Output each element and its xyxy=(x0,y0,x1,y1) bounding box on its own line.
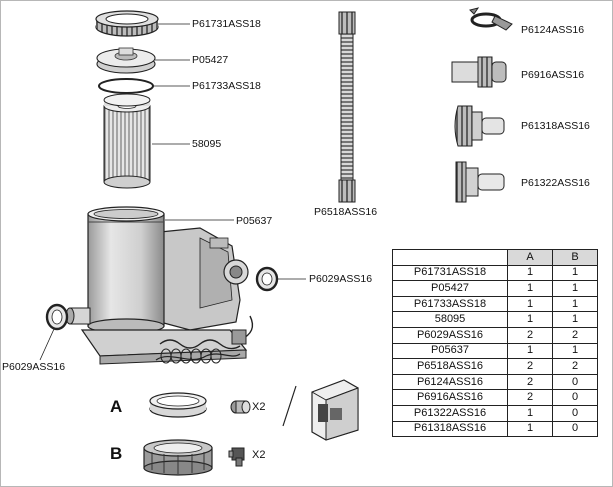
cap-icon xyxy=(96,47,156,74)
table-header-part xyxy=(392,249,508,266)
kit-b-quantity: X2 xyxy=(252,449,266,461)
table-cell-b: 1 xyxy=(552,311,598,328)
table-cell-a: 1 xyxy=(507,404,553,422)
pump-housing-icon xyxy=(65,206,254,365)
table-cell-a: 2 xyxy=(507,389,553,406)
label-cap: P05427 xyxy=(192,54,229,66)
clamp-icon xyxy=(469,7,513,31)
label-adapter-b: P61318ASS16 xyxy=(521,120,590,132)
table-cell-b: 0 xyxy=(552,404,598,422)
table-cell-part: P05427 xyxy=(392,280,508,297)
table-cell-b: 0 xyxy=(552,420,598,438)
label-o-ring: P61733ASS18 xyxy=(192,80,261,92)
table-cell-part: P61731ASS18 xyxy=(392,264,508,282)
table-cell-b: 2 xyxy=(552,358,598,375)
table-cell-b: 1 xyxy=(552,264,598,282)
label-housing: P05637 xyxy=(236,215,273,227)
kit-a-plug-icon xyxy=(230,400,251,414)
kit-b-valve-icon xyxy=(228,447,245,467)
o-ring-icon xyxy=(98,78,154,94)
label-clamp: P6124ASS16 xyxy=(521,24,585,36)
table-cell-a: 2 xyxy=(507,326,553,344)
table-cell-part: P05637 xyxy=(392,342,508,360)
table-header-a: A xyxy=(507,249,553,266)
table-cell-part: P61322ASS16 xyxy=(392,404,508,422)
product-box-icon xyxy=(311,379,359,441)
table-cell-b: 1 xyxy=(552,295,598,313)
table-header-row: A B xyxy=(392,249,598,266)
table-cell-part: P6518ASS16 xyxy=(392,358,508,375)
adapter-c-icon xyxy=(455,161,505,203)
filter-cartridge-icon xyxy=(103,93,151,189)
table-cell-b: 0 xyxy=(552,389,598,406)
table-cell-b: 2 xyxy=(552,326,598,344)
hose-icon xyxy=(338,11,356,203)
label-gasket-left: P6029ASS16 xyxy=(2,361,66,373)
table-header-b: B xyxy=(552,249,598,266)
label-gasket-right: P6029ASS16 xyxy=(309,273,373,285)
table-cell-part: P6916ASS16 xyxy=(392,389,508,406)
label-lock-ring: P61731ASS18 xyxy=(192,18,261,30)
label-cartridge: 58095 xyxy=(192,138,222,150)
adapter-a-icon xyxy=(451,56,507,88)
kit-a-ring-icon xyxy=(149,392,207,418)
table-cell-part: P6124ASS16 xyxy=(392,373,508,391)
label-hose: P6518ASS16 xyxy=(314,206,378,218)
table-cell-b: 1 xyxy=(552,280,598,297)
label-adapter-c: P61322ASS16 xyxy=(521,177,590,189)
table-cell-part: P6029ASS16 xyxy=(392,326,508,344)
lock-ring-icon xyxy=(95,10,159,37)
table-cell-a: 1 xyxy=(507,420,553,438)
table-cell-b: 0 xyxy=(552,373,598,391)
table-cell-a: 1 xyxy=(507,311,553,328)
kit-b-letter: B xyxy=(110,444,123,463)
kit-b-filter-icon xyxy=(143,439,213,476)
table-cell-a: 1 xyxy=(507,295,553,313)
table-cell-a: 2 xyxy=(507,373,553,391)
table-cell-part: 58095 xyxy=(392,311,508,328)
table-cell-b: 1 xyxy=(552,342,598,360)
table-cell-a: 1 xyxy=(507,342,553,360)
table-cell-a: 2 xyxy=(507,358,553,375)
divider-slash xyxy=(282,385,297,427)
table-cell-part: P61318ASS16 xyxy=(392,420,508,438)
kit-a-quantity: X2 xyxy=(252,401,266,413)
label-adapter-a: P6916ASS16 xyxy=(521,69,585,81)
kit-a-letter: A xyxy=(110,397,123,416)
table-cell-a: 1 xyxy=(507,264,553,282)
table-cell-part: P61733ASS18 xyxy=(392,295,508,313)
table-cell-a: 1 xyxy=(507,280,553,297)
adapter-b-icon xyxy=(454,105,505,147)
